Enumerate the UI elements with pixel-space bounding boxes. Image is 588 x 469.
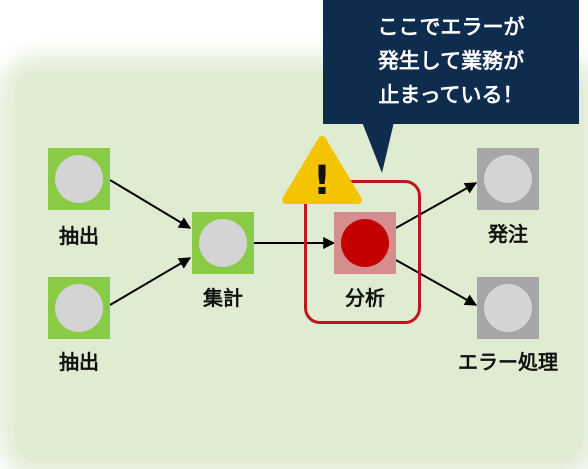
node-disk-error: [341, 219, 389, 267]
background-panel: [14, 70, 584, 462]
warning-icon: !: [282, 136, 362, 204]
label-extract-bottom: 抽出: [59, 350, 99, 374]
callout-line-2: 発生して業務が: [377, 49, 525, 73]
node-analyze: [334, 212, 396, 274]
arrow-analyze-to-order: [395, 182, 478, 229]
node-extract-top: [48, 148, 110, 210]
callout-line-1: ここでエラーが: [377, 15, 525, 39]
warning-symbol: !: [313, 158, 331, 204]
callout-text: ここでエラーが 発生して業務が 止まっている！: [323, 10, 579, 112]
arrow-extract-top-to-aggregate: [109, 179, 192, 229]
callout-line-3: 止まっている！: [378, 83, 524, 107]
node-disk: [55, 284, 103, 332]
label-aggregate: 集計: [203, 286, 243, 310]
arrow-analyze-to-error-handling: [395, 259, 478, 306]
node-disk: [199, 219, 247, 267]
node-disk: [484, 155, 532, 203]
label-order: 発注: [488, 222, 528, 246]
label-analyze: 分析: [345, 286, 385, 310]
node-order: [477, 148, 539, 210]
label-error-handling: エラー処理: [458, 350, 558, 374]
label-extract-top: 抽出: [59, 224, 99, 248]
node-aggregate: [192, 212, 254, 274]
node-disk: [55, 155, 103, 203]
node-disk: [484, 284, 532, 332]
node-error-handling: [477, 277, 539, 339]
arrow-extract-bottom-to-aggregate: [109, 257, 192, 306]
node-extract-bottom: [48, 277, 110, 339]
callout-bubble: [323, 0, 579, 124]
error-highlight-frame: [304, 180, 421, 324]
